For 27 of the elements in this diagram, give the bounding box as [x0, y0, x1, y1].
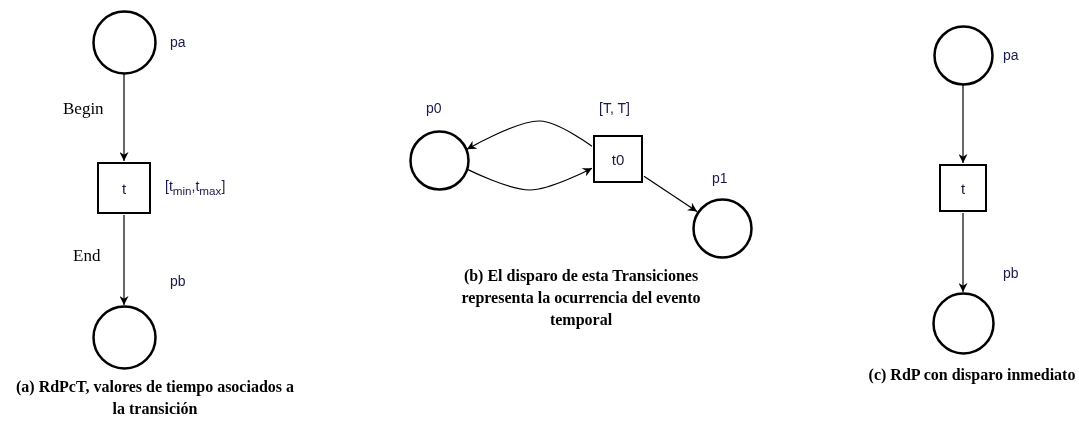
- transition-box: t0: [593, 135, 643, 183]
- transition-box: t: [97, 162, 151, 214]
- node-label: [t$_{min}$,t$_{max}$]: [165, 178, 226, 197]
- arrow: [119, 214, 129, 306]
- arrow: [958, 84, 968, 164]
- figure-caption: (b) El disparo de esta Transiciones representa la ocurrencia del evento temporal: [460, 266, 702, 331]
- node-label: pa: [170, 34, 186, 50]
- node-label: p0: [426, 100, 442, 116]
- figure-caption: (c) RdP con disparo inmediato: [867, 365, 1077, 386]
- arrow: [958, 212, 968, 293]
- node-label: p1: [712, 170, 728, 186]
- transition-box: t: [939, 164, 987, 212]
- place-circle: [691, 197, 753, 259]
- figure-caption: (a) RdPcT, valores de tiempo asociados a la transición: [14, 377, 296, 419]
- node-label: pb: [1003, 265, 1019, 281]
- place-circle: [408, 129, 470, 191]
- place-circle: [932, 24, 994, 86]
- arrow: [643, 175, 698, 212]
- place-circle: [931, 291, 995, 355]
- arrow: [466, 167, 593, 191]
- arrow: [466, 120, 593, 150]
- arrow: [119, 73, 129, 162]
- node-label: pb: [170, 273, 186, 289]
- place-circle: [91, 9, 157, 75]
- place-circle: [91, 304, 157, 370]
- node-label: pa: [1003, 47, 1019, 63]
- node-label: [T, T]: [599, 100, 630, 116]
